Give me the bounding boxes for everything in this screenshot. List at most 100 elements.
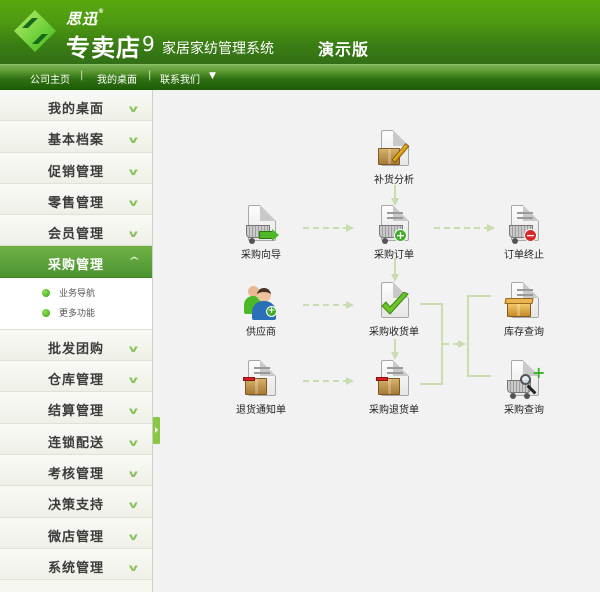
purchase-submenu: 业务导航 更多功能 [0, 277, 152, 330]
chevron-down-icon: v [128, 197, 138, 209]
box-return-icon [374, 360, 414, 400]
connector-line [303, 380, 348, 382]
arrow-right-icon [346, 224, 354, 232]
sidebar-item-retail[interactable]: 零售管理 v [0, 183, 152, 216]
sidebar: 我的桌面 v 基本档案 v 促销管理 v 零售管理 v 会员管理 v 采购管理 … [0, 90, 153, 592]
sidebar-item-label: 基本档案 [48, 133, 105, 149]
node-label: 订单终止 [504, 250, 544, 261]
connector-line [443, 343, 460, 345]
connector-line [303, 227, 348, 229]
node-label: 采购收货单 [369, 327, 419, 338]
users-add-icon: + [241, 282, 281, 322]
arrow-down-icon [391, 274, 399, 282]
open-box-icon [504, 282, 544, 322]
nav-my-desktop[interactable]: 我的桌面 [97, 75, 137, 86]
sidebar-item-label: 会员管理 [48, 227, 105, 243]
purchase-flow-diagram: 补货分析 采购向导 + 采购订单 − 订单终止 [161, 90, 600, 592]
connector-line [434, 227, 489, 229]
sidebar-item-purchase[interactable]: 采购管理 ^ [0, 246, 152, 278]
node-return-notice[interactable]: 退货通知单 [226, 360, 296, 416]
connector-line [394, 185, 396, 199]
top-navbar: 公司主页 | 我的桌面 | 联系我们 ▼ [0, 64, 600, 90]
sidebar-item-system[interactable]: 系统管理 v [0, 548, 152, 581]
chevron-down-icon: v [128, 500, 138, 512]
chevron-down-icon: v [128, 135, 138, 147]
sidebar-item-label: 仓库管理 [48, 373, 105, 389]
node-purchase-return[interactable]: 采购退货单 [359, 360, 429, 416]
sidebar-item-promotion[interactable]: 促销管理 v [0, 152, 152, 184]
edition-label: 演示版 [318, 40, 370, 59]
connector-line [467, 295, 469, 377]
chevron-down-icon: v [128, 531, 138, 543]
arrow-right-icon [346, 377, 354, 385]
node-purchase-receipt[interactable]: 采购收货单 [359, 282, 429, 338]
connector-line [441, 303, 443, 385]
connector-line [420, 383, 442, 385]
node-label: 库存查询 [504, 327, 544, 338]
brand-version: 9 [142, 32, 155, 56]
sidebar-item-label: 我的桌面 [48, 102, 105, 117]
node-purchase-guide[interactable]: 采购向导 [226, 205, 296, 261]
sidebar-item-label: 结算管理 [48, 404, 105, 420]
submenu-business-guide[interactable]: 业务导航 [42, 286, 95, 299]
sidebar-item-basic-records[interactable]: 基本档案 v [0, 121, 152, 153]
chevron-down-icon: v [128, 562, 138, 574]
sidebar-item-assessment[interactable]: 考核管理 v [0, 454, 152, 487]
chevron-down-icon: v [128, 375, 138, 387]
sidebar-item-label: 零售管理 [48, 195, 105, 211]
chevron-down-icon: v [128, 343, 138, 355]
arrow-down-icon [391, 352, 399, 360]
connector-line [420, 303, 442, 305]
sidebar-item-label: 微店管理 [48, 529, 105, 545]
sidebar-item-label: 促销管理 [48, 164, 105, 180]
node-label: 补货分析 [374, 175, 414, 186]
node-supplier[interactable]: + 供应商 [226, 282, 296, 338]
cart-remove-icon: − [504, 205, 544, 245]
node-label: 采购向导 [241, 250, 281, 261]
node-purchase-order[interactable]: + 采购订单 [359, 205, 429, 261]
connector-line [303, 304, 348, 306]
node-label: 采购退货单 [369, 405, 419, 416]
box-pencil-icon [374, 130, 414, 170]
brand-subtitle: 家居家纺管理系统 [162, 41, 274, 57]
sidebar-item-my-desktop[interactable]: 我的桌面 v [0, 90, 152, 122]
node-purchase-query[interactable]: + 采购查询 [489, 360, 559, 416]
sidebar-item-wholesale[interactable]: 批发团购 v [0, 329, 152, 362]
check-document-icon [374, 282, 414, 322]
sidebar-item-micro-store[interactable]: 微店管理 v [0, 517, 152, 549]
sidebar-item-settlement[interactable]: 结算管理 v [0, 392, 152, 424]
cart-add-icon: + [374, 205, 414, 245]
chevron-down-icon: v [128, 166, 138, 178]
cart-arrow-icon [241, 205, 281, 245]
nav-contact-us[interactable]: 联系我们 [160, 75, 200, 86]
nav-company-home[interactable]: 公司主页 [30, 75, 70, 86]
node-order-terminate[interactable]: − 订单终止 [489, 205, 559, 261]
node-label: 采购查询 [504, 405, 544, 416]
arrow-right-icon [458, 340, 466, 348]
submenu-more-functions[interactable]: 更多功能 [42, 306, 95, 319]
sidebar-item-label: 采购管理 [48, 258, 105, 274]
dropdown-arrow-icon[interactable]: ▼ [209, 71, 216, 81]
chevron-down-icon: v [128, 406, 138, 418]
box-return-icon [241, 360, 281, 400]
sidebar-item-member[interactable]: 会员管理 v [0, 215, 152, 247]
brand-main: 专卖店 [66, 34, 141, 62]
connector-line [467, 375, 491, 377]
app-header: 思迅® 专卖店 9 家居家纺管理系统 演示版 [0, 0, 600, 64]
sidebar-item-label: 系统管理 [48, 560, 105, 576]
chevron-down-icon: v [128, 229, 138, 241]
chevron-down-icon: v [128, 468, 138, 480]
cart-search-icon: + [504, 360, 545, 400]
arrow-right-icon [487, 224, 495, 232]
node-label: 采购订单 [374, 250, 414, 261]
node-label: 退货通知单 [236, 405, 286, 416]
sidebar-item-warehouse[interactable]: 仓库管理 v [0, 361, 152, 393]
brand-small: 思迅® [66, 8, 106, 28]
node-inventory-query[interactable]: 库存查询 [489, 282, 559, 338]
nav-separator: | [148, 70, 152, 81]
sidebar-item-decision-support[interactable]: 决策支持 v [0, 486, 152, 518]
sidebar-collapse-handle[interactable] [153, 417, 160, 444]
sidebar-item-chain-delivery[interactable]: 连锁配送 v [0, 423, 152, 455]
sidebar-item-label: 批发团购 [48, 341, 105, 357]
node-replenish-analysis[interactable]: 补货分析 [359, 130, 429, 186]
